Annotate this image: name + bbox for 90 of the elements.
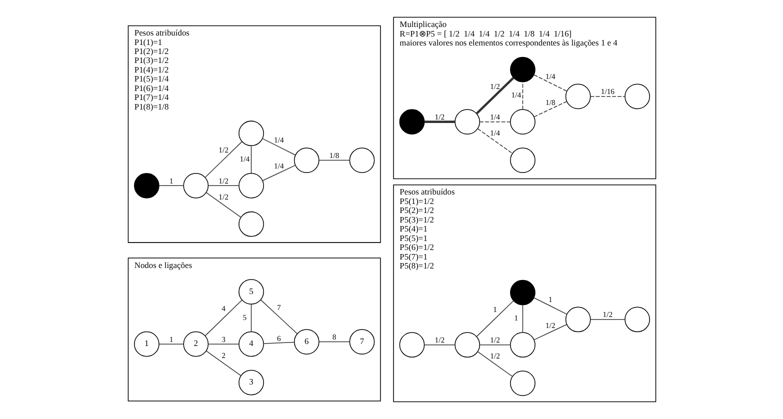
edge-label: 1/2 [434,336,444,345]
edge-label: 5 [242,312,246,322]
connector [475,76,514,114]
edge-label: 1/4 [490,112,500,122]
node-circle: 5 [238,279,264,304]
connector [205,350,241,376]
node-circle [510,56,535,82]
edge-label: 1/4 [274,136,284,145]
connector [204,300,242,336]
edge-label: 1/2 [218,146,228,155]
connector [262,138,296,156]
node-circle [454,109,480,135]
connector [318,160,350,161]
connector [590,319,625,320]
connector [318,341,350,342]
connector [262,342,294,344]
edge-label: 1/16 [600,87,614,96]
edge-label: 1/2 [490,82,500,91]
edge-label: 1/2 [490,352,500,361]
edge-label: 1/2 [218,176,228,186]
edge-label: 3 [221,334,226,344]
connector [250,146,252,174]
node-circle [624,84,650,110]
connector [533,74,567,92]
connector [478,121,510,122]
edge-label: 1 [168,176,173,186]
connector [478,344,510,346]
edge-label: 2 [221,350,226,360]
edge-label: 1/4 [274,162,284,171]
node-circle [510,109,535,135]
node-circle [510,148,535,173]
edge-label: 1 [548,294,552,304]
connector [533,101,567,118]
node-circle: 3 [238,370,264,396]
node-circle [398,109,424,135]
connector [204,141,242,178]
node-circle [348,148,374,173]
connector [533,324,567,340]
connector [424,120,454,123]
node-circle [238,120,264,146]
connector [522,82,523,110]
edge-label: 4 [221,304,226,314]
connector [260,299,297,334]
connector [476,128,512,154]
edge-label: 1/4 [510,90,521,100]
node-circle [398,332,424,358]
edge-label: 1/2 [434,112,444,122]
node-circle [238,172,264,198]
connector [250,304,252,332]
edge-label: 1/4 [239,154,250,164]
node-circle [510,332,535,358]
node-circle [293,148,319,173]
node-circle: 7 [348,329,374,354]
node-circle: 4 [238,331,264,357]
edge-label: 1/2 [218,192,228,202]
edge-label: 6 [276,334,280,343]
edge-label: 7 [276,303,280,312]
node-circle [510,370,535,396]
edge-label: 1/4 [490,128,500,138]
edge-label: 1/4 [545,72,555,81]
node-circle [238,211,264,237]
node-circle: 6 [293,329,319,354]
edge-label: 1/2 [490,336,500,345]
node-circle: 1 [134,331,159,357]
edge-label: 1/2 [602,310,612,320]
edge-label: 1 [514,314,518,323]
node-circle [510,280,535,306]
connector [476,300,514,337]
connector [207,185,239,186]
connector [205,192,241,218]
edge-label: 1 [168,334,173,344]
node-circle [624,306,650,332]
edge-label: 1/8 [545,98,555,107]
connector [262,164,296,182]
connector [424,344,455,346]
edge-label: 1 [492,304,496,314]
connector [522,304,523,333]
node-circle [134,172,159,198]
node-circle [564,84,590,110]
node-circle [564,306,590,332]
connector [590,96,625,97]
edge-label: 8 [332,332,336,342]
node-circle [182,172,208,198]
edge-label: 1/8 [328,150,339,160]
node-circle: 2 [182,331,208,357]
connector [476,351,512,377]
connector [533,297,567,315]
connector [158,185,184,186]
edge-label: 1/2 [545,320,555,330]
node-circle [454,332,480,358]
